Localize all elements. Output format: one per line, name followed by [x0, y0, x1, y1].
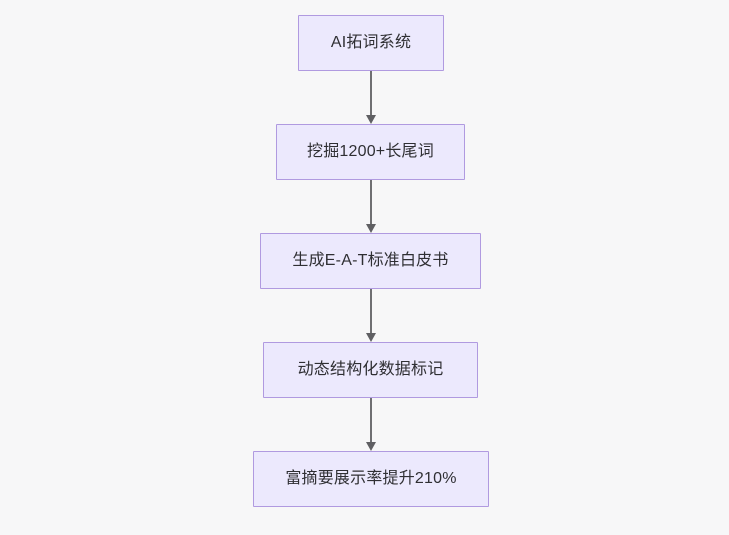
flow-node-label: AI拓词系统 — [330, 34, 412, 51]
flow-edge-line — [369, 71, 373, 116]
flow-node-label: 富摘要展示率提升210% — [285, 470, 457, 487]
flow-edge-arrowhead-icon — [366, 115, 376, 124]
flow-edge-line — [369, 289, 373, 334]
flow-node[interactable]: AI拓词系统 — [298, 15, 444, 71]
flow-node[interactable]: 挖掘1200+长尾词 — [276, 124, 465, 180]
flow-edge-arrowhead-icon — [366, 224, 376, 233]
flow-node-label: 生成E-A-T标准白皮书 — [292, 252, 449, 269]
flow-node[interactable]: 生成E-A-T标准白皮书 — [260, 233, 481, 289]
flow-node-label: 挖掘1200+长尾词 — [307, 143, 434, 160]
flow-node[interactable]: 富摘要展示率提升210% — [253, 451, 489, 507]
flow-edge-arrowhead-icon — [366, 333, 376, 342]
flow-edge-arrowhead-icon — [366, 442, 376, 451]
flow-node-label: 动态结构化数据标记 — [297, 361, 444, 378]
flow-node[interactable]: 动态结构化数据标记 — [263, 342, 478, 398]
flow-edge-line — [369, 180, 373, 225]
flow-edge-line — [369, 398, 373, 443]
